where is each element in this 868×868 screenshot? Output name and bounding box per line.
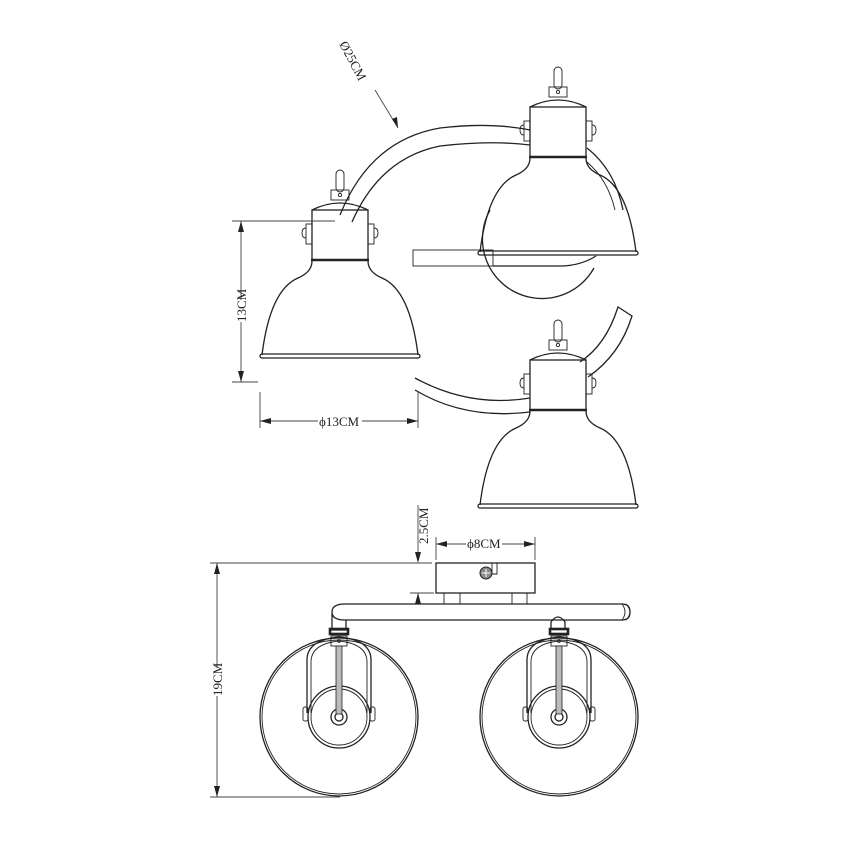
arc-arm-inner xyxy=(351,142,531,223)
wall-plate xyxy=(481,209,595,300)
ceiling-base xyxy=(435,562,536,594)
spot-right xyxy=(479,627,639,797)
shade-top-right xyxy=(476,65,640,257)
shade-diameter-label: ϕ13CM xyxy=(319,414,360,429)
arc-diameter-label: Ø25CM xyxy=(336,38,369,83)
spot-left xyxy=(259,627,419,797)
front-view: 2.5CM ϕ8CM 19CM xyxy=(210,505,639,798)
top-view: Ø25CM 13CM ϕ13CM xyxy=(232,38,640,510)
mount-bar xyxy=(412,249,494,267)
base-diameter-label: ϕ8CM xyxy=(467,536,501,551)
total-height-label: 19CM xyxy=(210,662,225,696)
horizontal-tube xyxy=(331,603,631,621)
shade-height-label: 13CM xyxy=(234,288,249,322)
shade-left xyxy=(258,168,422,360)
base-height-label: 2.5CM xyxy=(416,507,431,544)
arc-arm-outer xyxy=(339,124,531,216)
